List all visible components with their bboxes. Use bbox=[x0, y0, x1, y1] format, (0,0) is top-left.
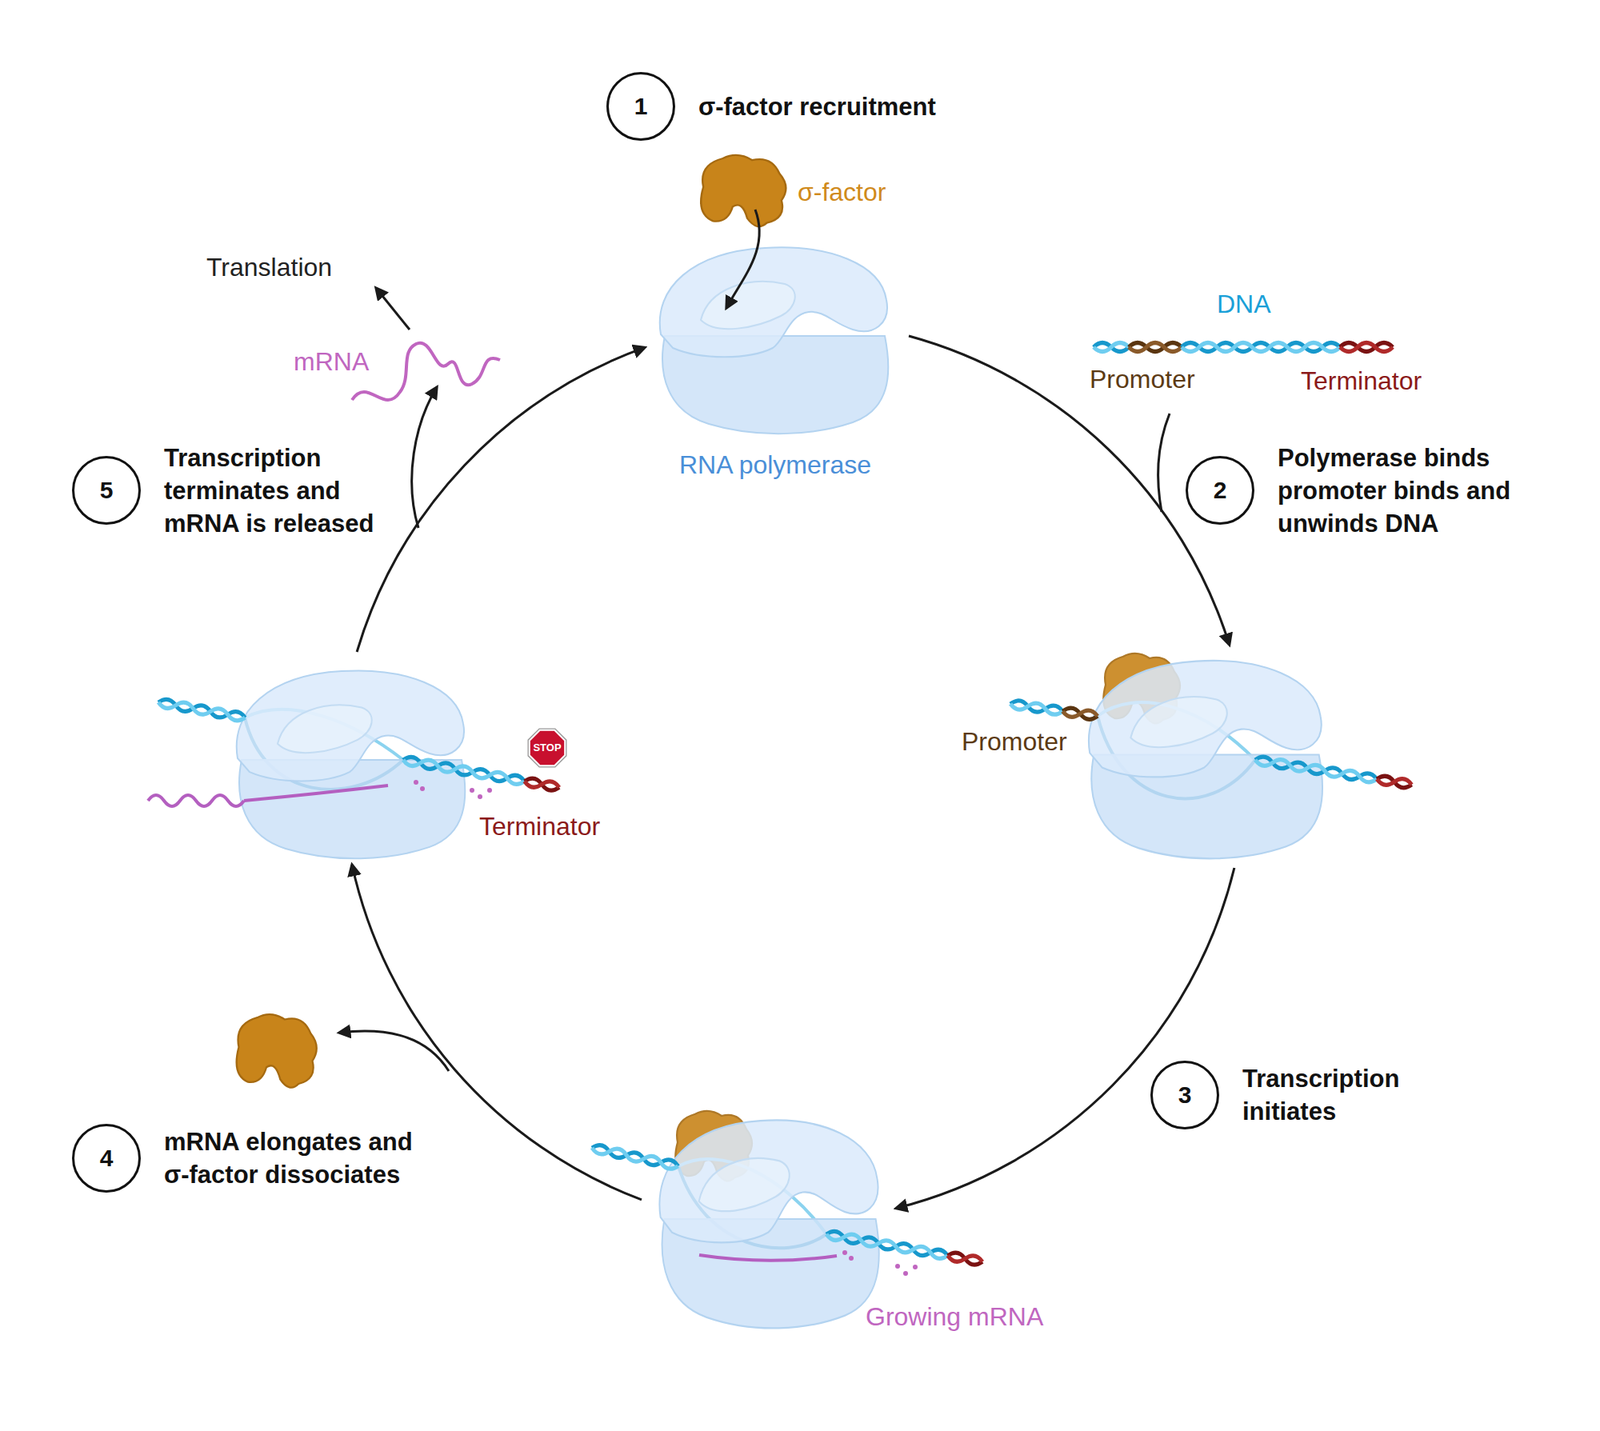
step-number: 3 bbox=[1178, 1081, 1192, 1109]
polymerase-cleft bbox=[699, 1158, 790, 1212]
sigma-blob bbox=[236, 1014, 317, 1088]
terminator-strand bbox=[1376, 775, 1412, 790]
dna-strand bbox=[1181, 343, 1340, 352]
text-label: Terminator bbox=[1300, 365, 1422, 396]
dna-strand bbox=[157, 698, 246, 723]
text-label: STOP bbox=[532, 741, 561, 755]
dot bbox=[912, 1264, 918, 1270]
text-label: DNA bbox=[1216, 288, 1272, 320]
step-number: 4 bbox=[100, 1144, 114, 1172]
polymerase-cleft bbox=[277, 704, 372, 753]
dna-helix bbox=[1009, 700, 1098, 721]
polymerase-upper bbox=[660, 247, 888, 357]
dna-strand bbox=[591, 1144, 680, 1172]
step-number: 1 bbox=[634, 92, 648, 120]
dna-strand bbox=[157, 698, 246, 723]
translation-arrow bbox=[376, 288, 410, 330]
dot bbox=[477, 794, 483, 800]
release-arrow bbox=[339, 1031, 449, 1072]
step-circle: 3Transcription initiates bbox=[1150, 1060, 1220, 1130]
dna-strand bbox=[591, 1144, 680, 1172]
step-circle: 5Transcription terminates and mRNA is re… bbox=[72, 456, 141, 525]
polymerase-node: Terminator bbox=[229, 663, 475, 857]
polymerase-shape bbox=[652, 1112, 888, 1327]
text-label: Promoter bbox=[1089, 364, 1196, 395]
cycle-arrow bbox=[908, 336, 1230, 645]
terminator-strand bbox=[947, 1251, 984, 1266]
terminator-strand bbox=[1340, 343, 1393, 352]
dna-strand bbox=[1009, 700, 1064, 716]
polymerase-node: Promoter bbox=[1081, 652, 1332, 857]
polymerase-shape bbox=[652, 240, 898, 432]
polymerase-cleft bbox=[1130, 696, 1227, 748]
step-number: 5 bbox=[100, 476, 114, 504]
stop-rim bbox=[528, 728, 568, 768]
terminator-strand bbox=[524, 776, 560, 792]
terminator-strand bbox=[524, 776, 560, 792]
polymerase-upper bbox=[236, 670, 464, 781]
terminator-strand bbox=[1340, 343, 1393, 352]
polymerase-upper bbox=[1088, 660, 1322, 777]
polymerase-upper bbox=[659, 1120, 878, 1243]
step-circle: 2Polymerase binds promoter binds and unw… bbox=[1185, 456, 1255, 525]
step-description: σ-factor recruitment bbox=[698, 90, 1115, 124]
polymerase-node: RNA polymerase bbox=[652, 240, 898, 432]
part-label: Promoter bbox=[961, 726, 1068, 757]
step-description: mRNA elongates and σ-factor dissociates bbox=[164, 1125, 428, 1192]
dna-helix bbox=[157, 698, 246, 723]
dna-strand bbox=[1181, 343, 1340, 352]
release-arrow bbox=[412, 387, 437, 528]
sigma-factor bbox=[236, 1014, 317, 1088]
sigma-factor bbox=[700, 155, 786, 227]
polymerase-cleft bbox=[700, 281, 796, 329]
text-label: Translation bbox=[206, 252, 332, 283]
part-label: Terminator bbox=[479, 811, 600, 842]
step-number: 2 bbox=[1213, 476, 1228, 504]
stop-sign bbox=[528, 728, 568, 768]
dna-strand bbox=[1093, 343, 1129, 352]
dna-strand bbox=[1093, 343, 1129, 352]
text-label: mRNA bbox=[293, 346, 369, 377]
promoter-strand bbox=[1128, 343, 1182, 352]
step-circle: 1σ-factor recruitment bbox=[606, 72, 676, 141]
step-description: Transcription initiates bbox=[1242, 1062, 1427, 1128]
dna-strand bbox=[1009, 700, 1064, 716]
polymerase-shape bbox=[229, 663, 475, 857]
part-label: RNA polymerase bbox=[652, 449, 898, 480]
terminator-strand bbox=[947, 1251, 984, 1266]
merge-line bbox=[1158, 413, 1170, 512]
dot bbox=[469, 788, 475, 793]
sigma-blob bbox=[700, 155, 786, 227]
dot bbox=[487, 788, 492, 793]
mrna-strand bbox=[352, 343, 500, 400]
stop-octagon bbox=[529, 730, 565, 766]
cycle-arrow bbox=[356, 347, 645, 652]
mrna-strand bbox=[148, 795, 244, 807]
polymerase-shape bbox=[1081, 652, 1332, 857]
polymerase-node: Growing mRNA bbox=[652, 1112, 888, 1327]
dot bbox=[903, 1271, 908, 1276]
dot bbox=[895, 1264, 900, 1269]
text-label: σ-factor bbox=[797, 176, 886, 208]
step-circle: 4mRNA elongates and σ-factor dissociates bbox=[72, 1124, 141, 1193]
cycle-arrow bbox=[896, 868, 1235, 1209]
step-description: Polymerase binds promoter binds and unwi… bbox=[1277, 441, 1526, 540]
dna-helix bbox=[591, 1144, 680, 1172]
part-label: Growing mRNA bbox=[865, 1301, 1044, 1332]
dna-helix bbox=[1093, 343, 1393, 352]
step-description: Transcription terminates and mRNA is rel… bbox=[164, 441, 400, 540]
promoter-strand bbox=[1128, 343, 1182, 352]
terminator-strand bbox=[1376, 775, 1412, 790]
